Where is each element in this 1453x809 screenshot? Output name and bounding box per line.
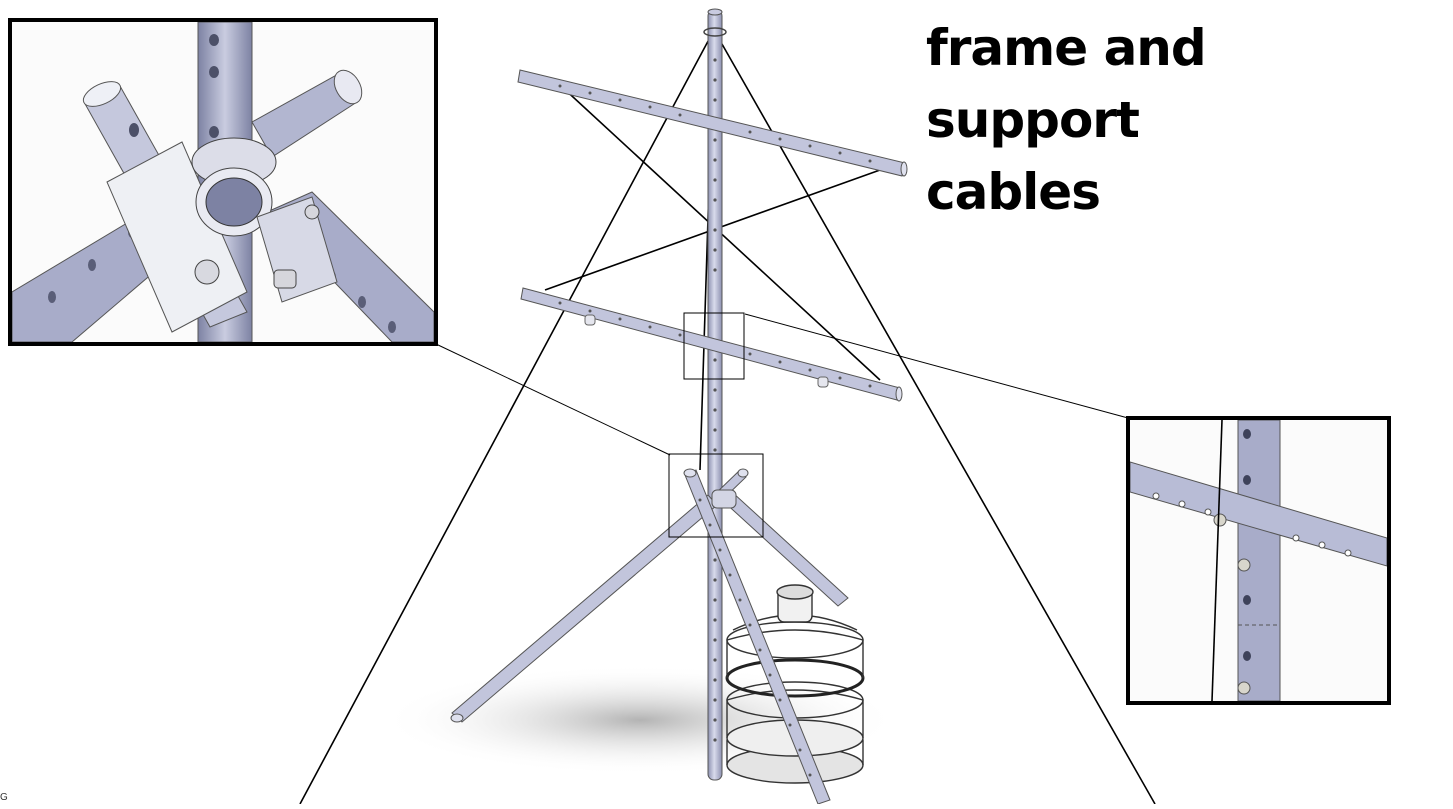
tripod-joint-detail-inset xyxy=(8,18,438,346)
callout-box-tripod xyxy=(668,453,764,538)
crossbar-joint-detail-inset xyxy=(1126,416,1391,705)
callout-box-crossbar xyxy=(683,312,745,380)
lower-crossbar xyxy=(520,287,903,402)
callout-leaders xyxy=(435,313,1129,456)
tripod-legs xyxy=(450,468,849,723)
mast-pole xyxy=(703,8,727,781)
tripod-joint-detail xyxy=(12,22,434,342)
title-line-1: frame and support xyxy=(926,19,1207,149)
front-tripod-leg xyxy=(683,468,831,805)
title-line-2: cables xyxy=(926,163,1101,221)
water-jug-ballast xyxy=(725,584,865,784)
crossbar-joint-detail xyxy=(1130,420,1387,701)
corner-mark: G xyxy=(0,792,8,803)
upper-crossbar xyxy=(517,69,908,177)
diagram-title: frame and support cables xyxy=(926,12,1426,228)
